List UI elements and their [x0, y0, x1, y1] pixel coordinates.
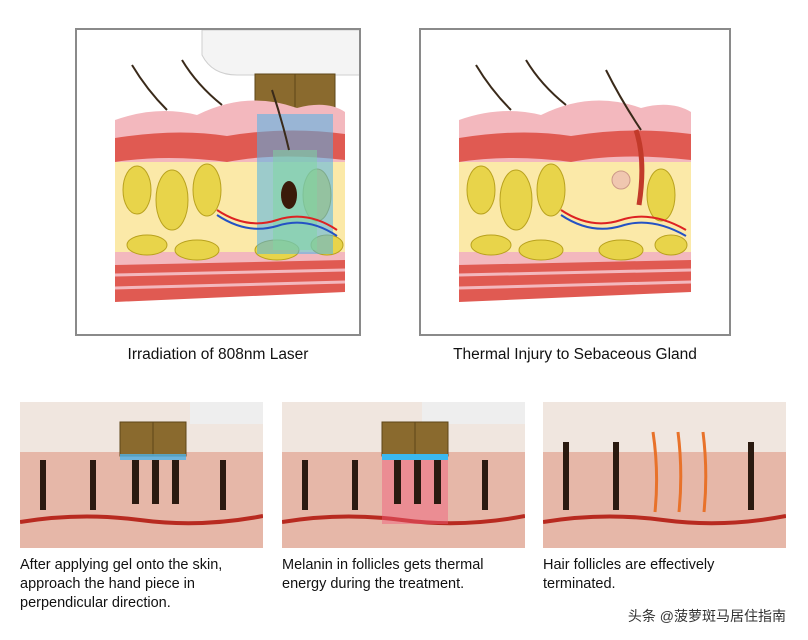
- step-2-caption: Melanin in follicles gets thermal energy…: [282, 557, 484, 592]
- laser-handpiece: [201, 30, 359, 115]
- step-1-illustration: [20, 402, 263, 548]
- laser-irradiation-caption: Irradiation of 808nm Laser: [127, 346, 309, 363]
- terminated-follicles: [651, 431, 708, 513]
- step-1-gel-application-panel: [20, 402, 263, 548]
- sebaceous-gland: [611, 170, 631, 190]
- hair-shafts: [131, 59, 290, 151]
- hair-follicles: [563, 442, 754, 510]
- laser-irradiation-panel: [75, 28, 361, 336]
- step-1-caption: After applying gel onto the skin, approa…: [20, 557, 223, 611]
- hair-follicle: [281, 181, 297, 209]
- thermal-injury-illustration: [458, 59, 692, 302]
- watermark: 头条 @菠萝斑马居住指南: [627, 608, 786, 624]
- hair-shafts: [475, 59, 642, 131]
- step-3-follicles-terminated-panel: [543, 402, 786, 548]
- thermal-injury-caption: Thermal Injury to Sebaceous Gland: [453, 346, 697, 363]
- damaged-follicle: [633, 129, 645, 206]
- skin-cross-section: [458, 100, 692, 302]
- step-2-illustration: [282, 402, 525, 548]
- step-3-caption: Hair follicles are effectively terminate…: [543, 557, 715, 592]
- hair-follicles: [302, 460, 488, 510]
- hair-follicles: [40, 460, 226, 510]
- step-3-illustration: [543, 402, 786, 548]
- thermal-injury-panel: [419, 28, 731, 336]
- gel-layer: [120, 454, 186, 460]
- step-2-thermal-energy-panel: [282, 402, 525, 548]
- laser-irradiation-illustration: [114, 30, 359, 302]
